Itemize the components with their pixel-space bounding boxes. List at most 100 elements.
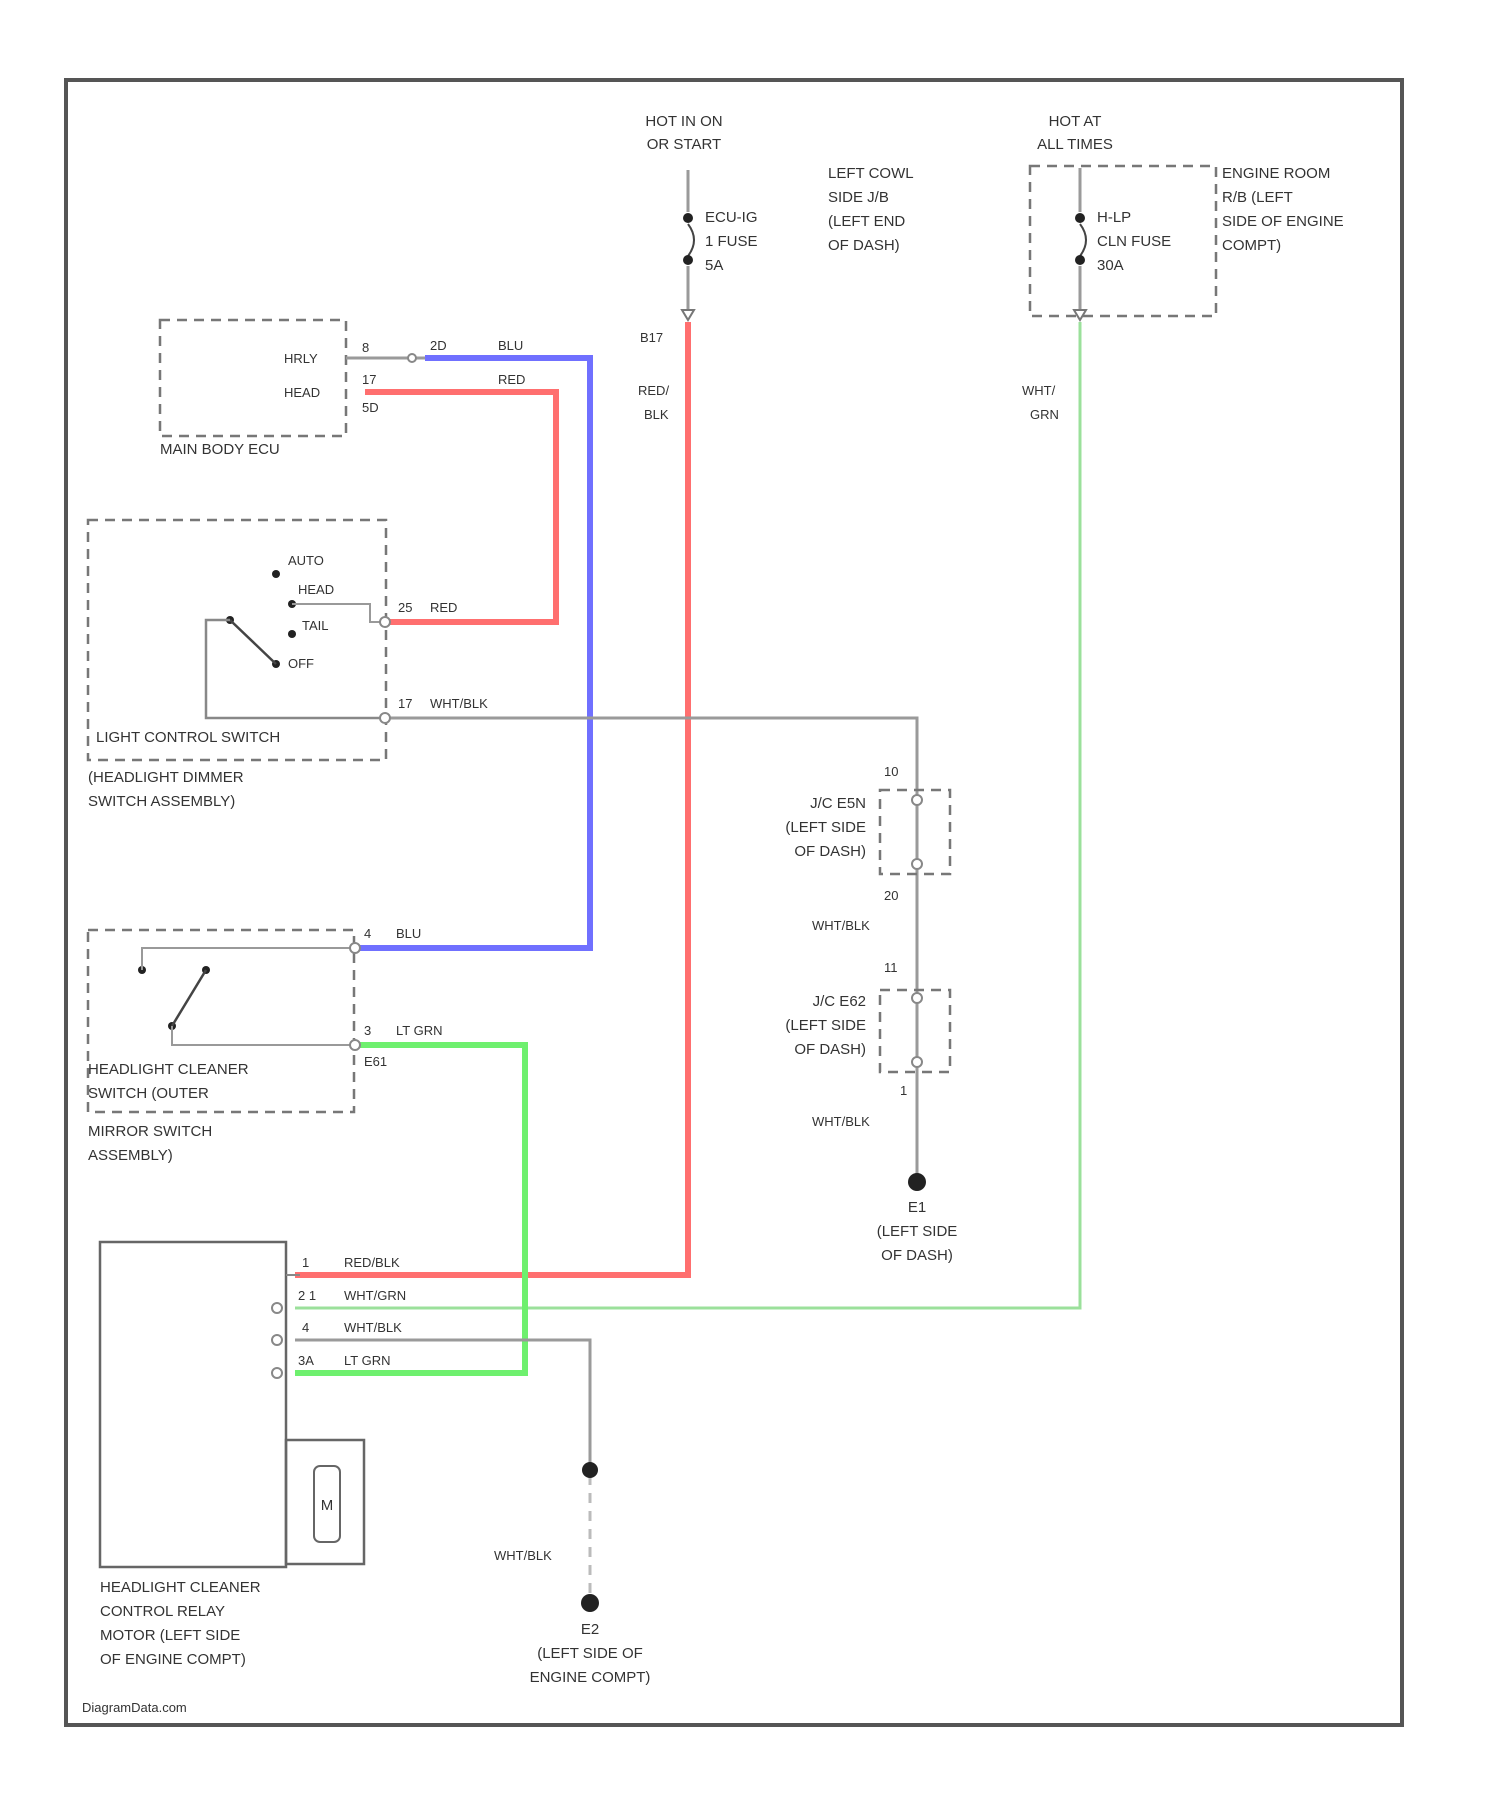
engine-rb-line-3: SIDE OF ENGINE	[1222, 213, 1344, 230]
jc-e5n-label-2: (LEFT SIDE	[785, 819, 866, 836]
jc-e5n-bot-pin: 20	[884, 888, 898, 903]
wire-label-hc-blu: BLU	[396, 926, 421, 941]
wire-label-blu: BLU	[498, 338, 523, 353]
cowl-jb-line-2: SIDE J/B	[828, 189, 889, 206]
wire-label-relay-lt-grn: LT GRN	[344, 1353, 390, 1368]
ground-e2-label-2: (LEFT SIDE OF	[537, 1645, 643, 1662]
wire-label-relay-wht-blk: WHT/BLK	[344, 1320, 402, 1335]
relay-label-3: MOTOR (LEFT SIDE	[100, 1627, 240, 1644]
jc-e62-bot-pin: 1	[900, 1083, 907, 1098]
ground-e1-icon	[908, 1173, 926, 1191]
relay-pin-label-3: 4	[302, 1320, 309, 1335]
ground-e1-label-3: OF DASH)	[881, 1247, 953, 1264]
wire-relay-ground	[295, 1340, 590, 1470]
ecu-ig-fuse-rating: 5A	[705, 257, 723, 274]
hc-switch-label-2: SWITCH (OUTER	[88, 1085, 209, 1102]
relay-pin-label-1: 1	[302, 1255, 309, 1270]
head-connector: 5D	[362, 400, 379, 415]
light-control-switch: AUTO HEAD TAIL OFF	[206, 553, 390, 723]
cowl-jb-line-3: (LEFT END	[828, 213, 905, 230]
relay-label-2: CONTROL RELAY	[100, 1603, 225, 1620]
cowl-jb-line-4: OF DASH)	[828, 237, 900, 254]
wire-label-relay-red-blk: RED/BLK	[344, 1255, 400, 1270]
dimmer-label: (HEADLIGHT DIMMER	[88, 769, 244, 786]
ecu-ig-fuse: ECU-IG 1 FUSE 5A	[682, 170, 758, 320]
wire-label-wht-grn-2: GRN	[1030, 407, 1059, 422]
switch-pos-head: HEAD	[298, 582, 334, 597]
dimmer-label-2: SWITCH ASSEMBLY)	[88, 793, 235, 810]
batt-power-label: HOT AT	[1049, 113, 1102, 130]
relay-label: HEADLIGHT CLEANER	[100, 1579, 261, 1596]
jc-e5n-label: J/C E5N	[810, 795, 866, 812]
relay-pin-3	[272, 1335, 282, 1345]
hlp-cln-fuse: H-LP CLN FUSE 30A	[1074, 168, 1171, 320]
wire-label-wht-blk: WHT/BLK	[430, 696, 488, 711]
ecu-ig-fuse-label: ECU-IG	[705, 209, 758, 226]
wire-red-blk	[295, 322, 688, 1275]
engine-rb-line-2: R/B (LEFT	[1222, 189, 1293, 206]
wire-label-relay-wht-grn: WHT/GRN	[344, 1288, 406, 1303]
jc-e62-label: J/C E62	[813, 993, 866, 1010]
lcs-head-pin: 25	[398, 600, 412, 615]
ground-e1-label-2: (LEFT SIDE	[877, 1223, 958, 1240]
head-terminal-label: HEAD	[284, 385, 320, 400]
cowl-jb-location: LEFT COWL SIDE J/B (LEFT END OF DASH)	[828, 165, 914, 254]
jc-e62-label-3: OF DASH)	[794, 1041, 866, 1058]
hlp-fuse-label: H-LP	[1097, 209, 1131, 226]
main-body-ecu-box	[160, 320, 346, 436]
wire-label-wht-blk-2: WHT/BLK	[812, 918, 870, 933]
hlp-fuse-label-2: CLN FUSE	[1097, 233, 1171, 250]
lcs-gnd-pin: 17	[398, 696, 412, 711]
wire-label-red: RED	[498, 372, 525, 387]
wire-label-red-blk: RED/	[638, 383, 669, 398]
jc-e62-top-pin: 11	[884, 960, 898, 975]
jc-e62-label-2: (LEFT SIDE	[785, 1017, 866, 1034]
hc-switch	[138, 943, 360, 1050]
wire-label-lt-grn: LT GRN	[396, 1023, 442, 1038]
ign-power-label-2: OR START	[647, 136, 721, 153]
engine-rb-line-4: COMPT)	[1222, 237, 1281, 254]
main-body-ecu-label: MAIN BODY ECU	[160, 441, 280, 458]
relay-pin-2	[272, 1303, 282, 1313]
jc-e5n-label-3: OF DASH)	[794, 843, 866, 860]
wire-label-lcs-red: RED	[430, 600, 457, 615]
ecu-ig-fuse-label-2: 1 FUSE	[705, 233, 758, 250]
relay-pin-label-2: 2 1	[298, 1288, 316, 1303]
ground-e2-label: E2	[581, 1621, 599, 1638]
hc-switch-label-4: ASSEMBLY)	[88, 1147, 173, 1164]
engine-rb-location: ENGINE ROOM R/B (LEFT SIDE OF ENGINE COM…	[1222, 165, 1344, 254]
switch-pos-auto: AUTO	[288, 553, 324, 568]
hlp-fuse-rating: 30A	[1097, 257, 1124, 274]
relay-box	[100, 1242, 286, 1567]
switch-pos-tail: TAIL	[302, 618, 329, 633]
hc-connector: E61	[364, 1054, 387, 1069]
ground-e1-label: E1	[908, 1199, 926, 1216]
splice-point	[582, 1462, 598, 1478]
motor-label: M	[321, 1497, 334, 1514]
switch-pos-off: OFF	[288, 656, 314, 671]
cowl-jb-line-1: LEFT COWL	[828, 165, 914, 182]
wire-label-gnd-wht-blk: WHT/BLK	[494, 1548, 552, 1563]
footer-watermark: DiagramData.com	[82, 1700, 187, 1715]
hrly-pin: 8	[362, 340, 369, 355]
lcs-label: LIGHT CONTROL SWITCH	[96, 729, 280, 746]
light-control-switch-box	[88, 520, 386, 760]
hrly-terminal-label: HRLY	[284, 351, 318, 366]
jc-e5n-top-pin: 10	[884, 764, 898, 779]
relay-label-4: OF ENGINE COMPT)	[100, 1651, 246, 1668]
diagram-frame	[66, 80, 1402, 1725]
wire-label-wht-grn: WHT/	[1022, 383, 1056, 398]
ground-e2-icon	[581, 1594, 599, 1612]
d-connector-ref: 2D	[430, 338, 447, 353]
wire-label-b17: B17	[640, 330, 663, 345]
hrly-pin-marker	[408, 354, 416, 362]
ground-e2-label-3: ENGINE COMPT)	[530, 1669, 651, 1686]
batt-power-label-2: ALL TIMES	[1037, 136, 1113, 153]
hc-top-pin: 4	[364, 926, 371, 941]
relay-pin-label-4: 3A	[298, 1353, 314, 1368]
head-pin: 17	[362, 372, 376, 387]
engine-rb-line-1: ENGINE ROOM	[1222, 165, 1330, 182]
hc-switch-label: HEADLIGHT CLEANER	[88, 1061, 249, 1078]
ign-power-label: HOT IN ON	[645, 113, 722, 130]
